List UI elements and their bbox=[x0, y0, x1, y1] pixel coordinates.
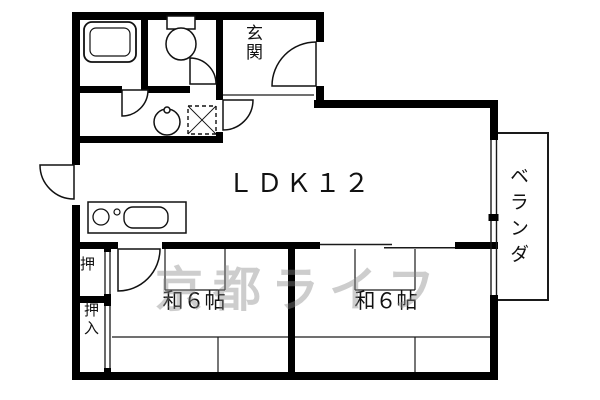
tatami-left-door-swing-icon bbox=[117, 248, 161, 292]
closet-fusuma-lower bbox=[103, 306, 112, 368]
entrance-door-swing-icon bbox=[271, 41, 317, 87]
veranda-railing bbox=[498, 132, 549, 301]
wall-bottom bbox=[72, 372, 498, 380]
wall-closet-divider bbox=[72, 296, 111, 303]
wall-ldk-top bbox=[314, 100, 498, 108]
label-genkan: 玄関 bbox=[242, 24, 262, 62]
wall-right-upper bbox=[490, 100, 498, 140]
wall-entrance-right-a bbox=[316, 12, 324, 42]
toilet-door-swing-icon bbox=[189, 57, 217, 85]
bathtub-inner bbox=[89, 27, 131, 57]
toilet-tank-icon bbox=[166, 15, 196, 30]
wall-washroom-bottom bbox=[72, 136, 223, 143]
wall-rooms-divider bbox=[288, 242, 295, 380]
wall-bath-bottom bbox=[72, 86, 122, 93]
stove-burner-icon bbox=[92, 208, 110, 226]
label-tatami-right: 和６帖 bbox=[354, 289, 418, 313]
wall-ldk-rooms-b bbox=[162, 242, 320, 249]
wall-ldk-rooms-c bbox=[455, 242, 498, 249]
label-tatami-left: 和６帖 bbox=[162, 289, 226, 313]
wall-toilet-bottom bbox=[148, 86, 190, 93]
wall-top bbox=[72, 12, 324, 20]
label-closet-lower: 押入 bbox=[82, 302, 100, 338]
label-veranda: ベランダ bbox=[507, 166, 529, 270]
label-closet-upper: 押 bbox=[80, 255, 96, 273]
watermark-text: 京都ライフ bbox=[155, 262, 446, 318]
wall-left-lower bbox=[72, 205, 80, 380]
wall-bath-toilet-divider bbox=[141, 12, 148, 93]
toilet-bowl-icon bbox=[165, 27, 197, 61]
washing-machine-cross bbox=[187, 105, 217, 135]
washroom-door-swing-icon bbox=[222, 99, 254, 131]
bathroom-door-swing-icon bbox=[121, 89, 149, 117]
closet-fusuma-upper bbox=[103, 252, 112, 294]
label-ldk: ＬＤＫ１２ bbox=[227, 169, 373, 199]
kitchen-faucet-icon bbox=[113, 208, 121, 216]
wall-ldk-rooms-a bbox=[72, 242, 118, 249]
exterior-left-door-swing-icon bbox=[39, 164, 75, 200]
wall-entrance-right-b bbox=[316, 86, 324, 108]
window-center-pier bbox=[488, 214, 499, 221]
washing-machine-pan-icon bbox=[187, 105, 217, 135]
wall-entrance-left-a bbox=[216, 12, 223, 100]
kitchen-sink-icon bbox=[123, 206, 169, 229]
washbasin-faucet-icon bbox=[163, 106, 171, 114]
wall-right-lower bbox=[490, 295, 498, 380]
